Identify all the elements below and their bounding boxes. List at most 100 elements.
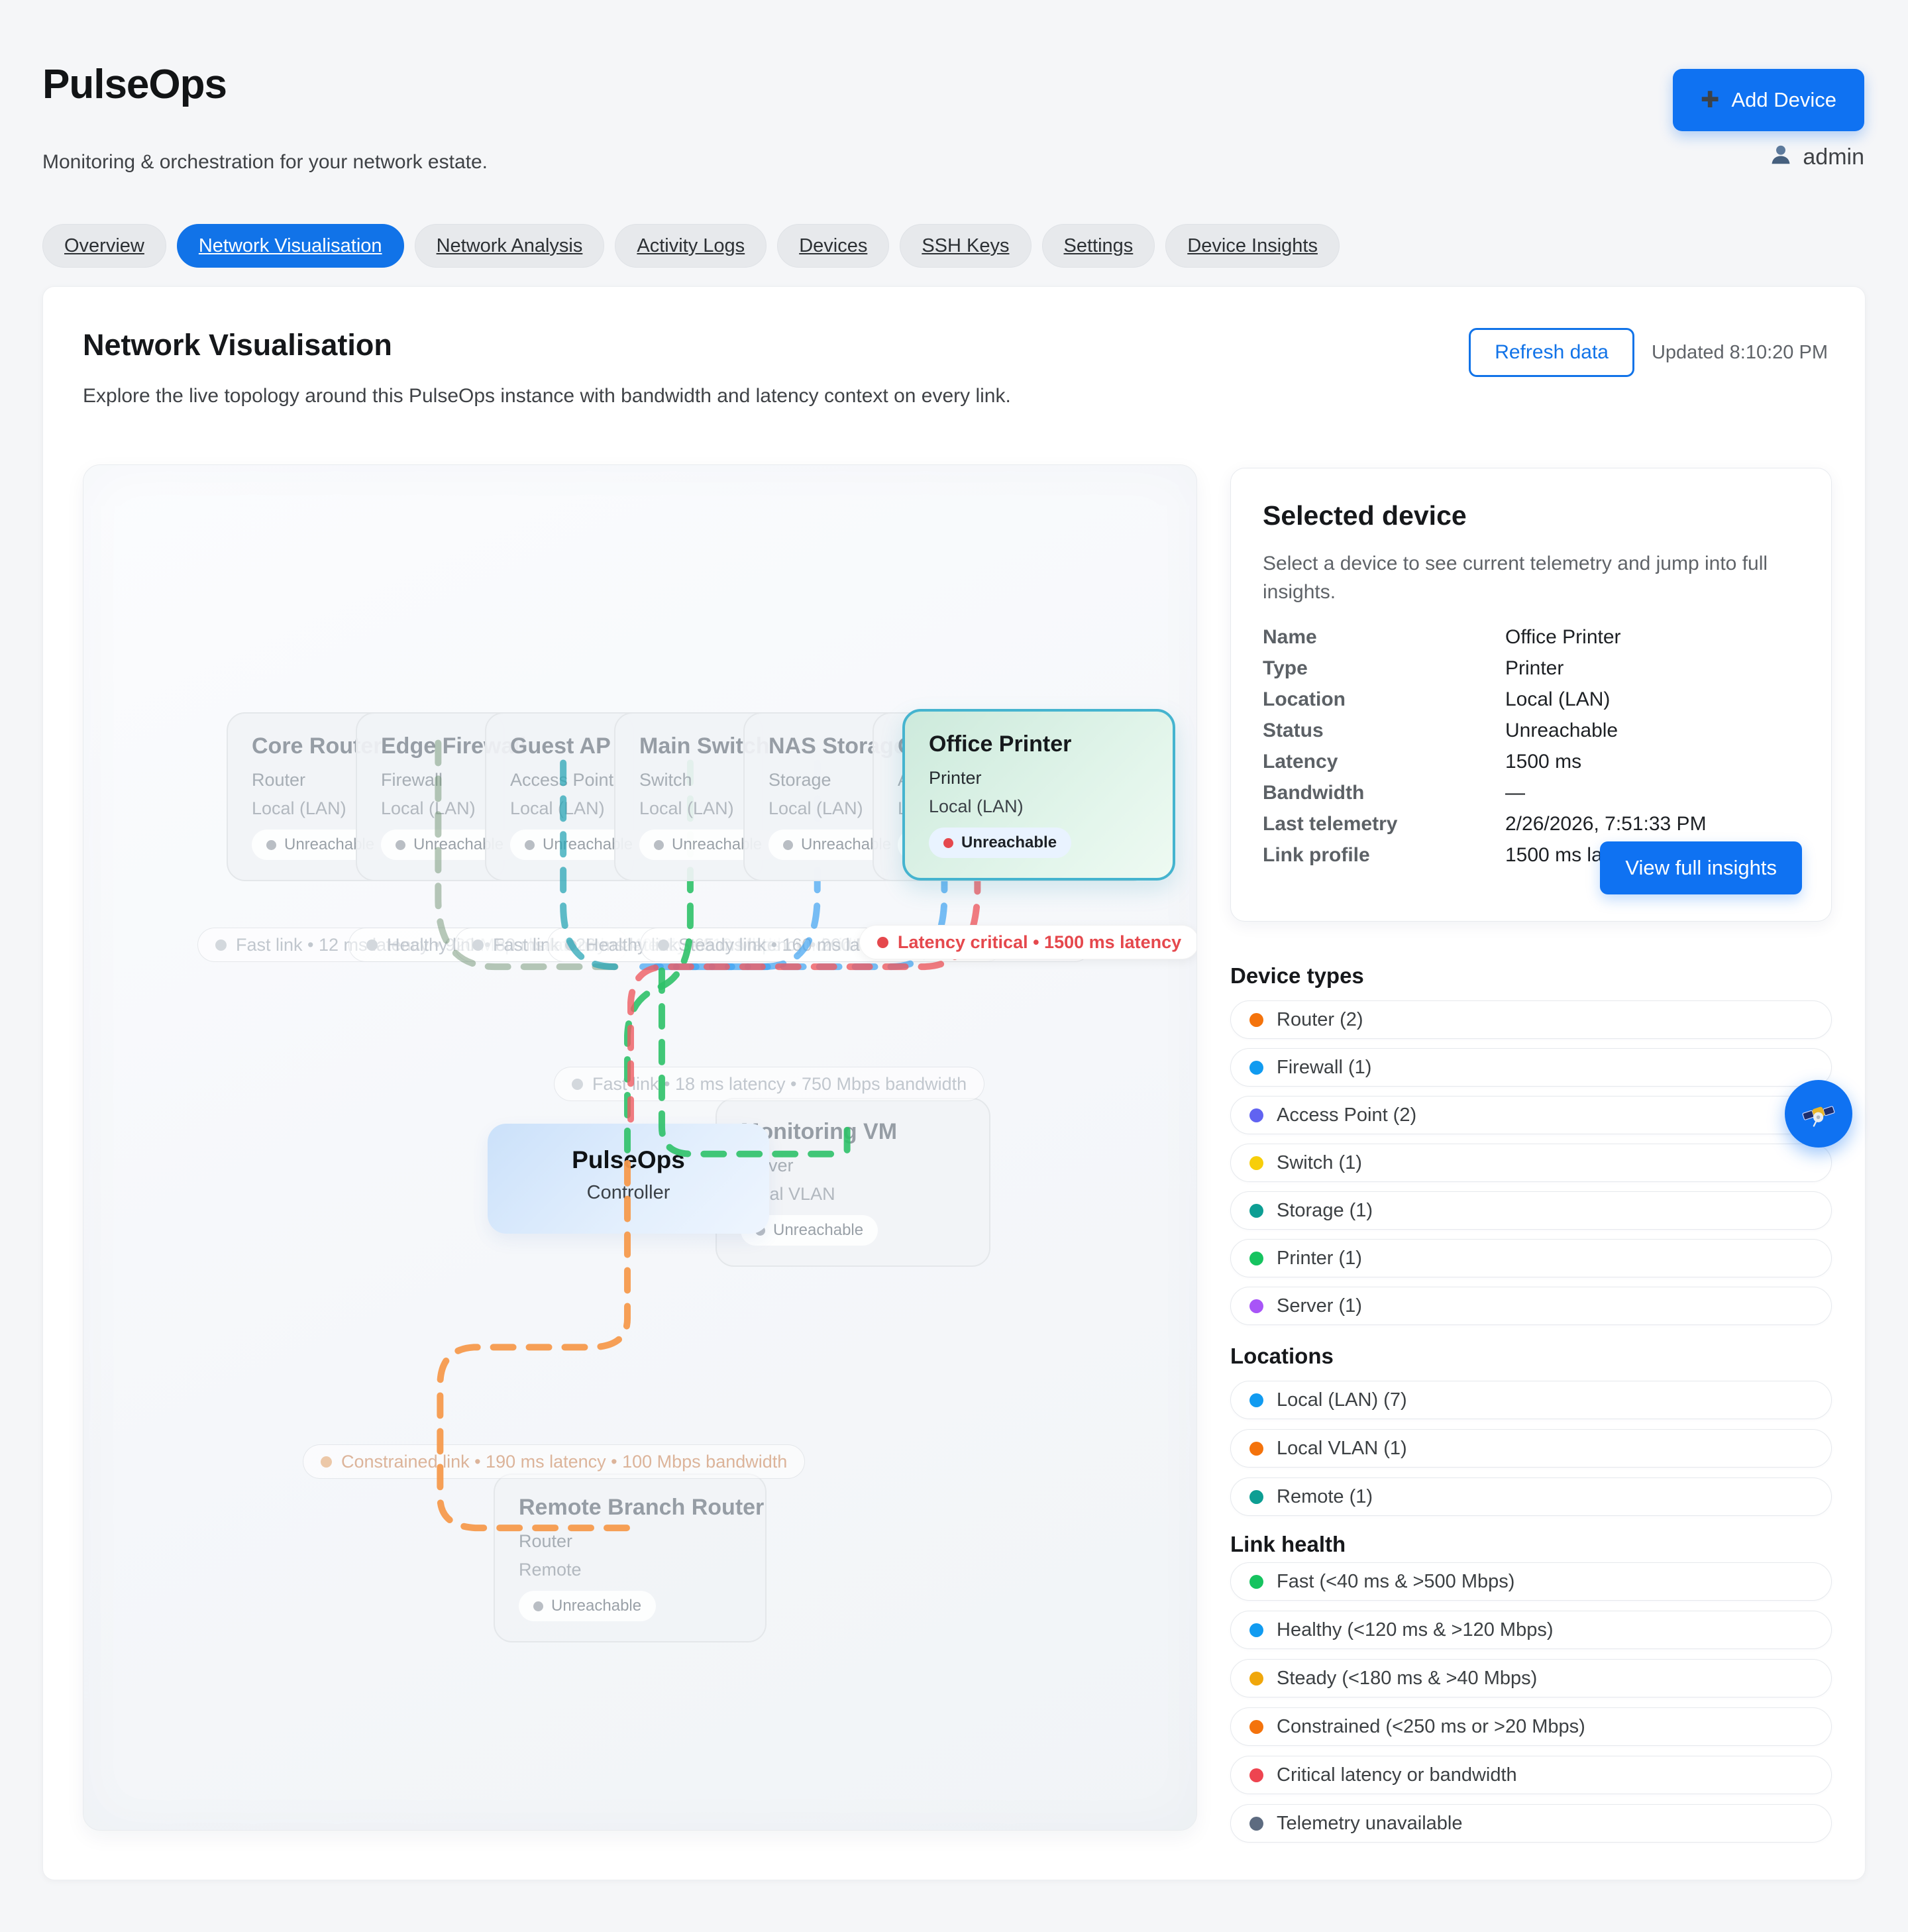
legend-steady-180-ms-40-mbps[interactable]: Steady (<180 ms & >40 Mbps) (1230, 1659, 1832, 1697)
tab-bar: Overview Network Visualisation Network Ana… (42, 224, 1340, 268)
detail-label: Latency (1263, 751, 1338, 773)
status-dot-icon (654, 839, 664, 850)
legend-storage-1[interactable]: Storage (1) (1230, 1191, 1832, 1230)
legend-healthy-120-ms-120-mbps[interactable]: Healthy (<120 ms & >120 Mbps) (1230, 1611, 1832, 1649)
device-location: Local (LAN) (929, 796, 1024, 816)
tab-device-insights[interactable]: Device Insights (1165, 224, 1340, 268)
legend-dot-icon (1249, 1816, 1263, 1831)
legend-server-1[interactable]: Server (1) (1230, 1287, 1832, 1325)
device-type: Firewall (381, 770, 443, 790)
legend-firewall-1[interactable]: Firewall (1) (1230, 1048, 1832, 1087)
device-status-label: Unreachable (773, 1221, 864, 1239)
tab-settings[interactable]: Settings (1041, 224, 1155, 268)
legend-dot-icon (1249, 1489, 1263, 1504)
legend-switch-1[interactable]: Switch (1) (1230, 1144, 1832, 1182)
status-dot-icon (533, 1601, 543, 1611)
device-type: Router (252, 770, 306, 790)
legend-label: Telemetry unavailable (1277, 1812, 1463, 1834)
legend-printer-1[interactable]: Printer (1) (1230, 1239, 1832, 1277)
detail-row: Type Printer (1263, 657, 1799, 680)
legend-dot-icon (1249, 1012, 1263, 1027)
legend-label: Switch (1) (1277, 1152, 1362, 1173)
legend-dot-icon (1249, 1299, 1263, 1313)
device-status-badge: Unreachable (929, 828, 1072, 858)
app-subtitle: Monitoring & orchestration for your netw… (42, 151, 488, 173)
device-status-label: Unreachable (551, 1597, 642, 1615)
detail-value: Unreachable (1505, 720, 1618, 742)
tab-devices[interactable]: Devices (777, 224, 890, 268)
device-node-office-printer[interactable]: Office Printer Printer Local (LAN) Unrea… (902, 709, 1175, 881)
add-device-button[interactable]: ✚ Add Device (1672, 69, 1864, 131)
page-description: Explore the live topology around this Pu… (83, 385, 1011, 407)
legend-label: Router (2) (1277, 1008, 1363, 1030)
user-menu[interactable]: admin (1768, 142, 1864, 173)
updated-timestamp: Updated 8:10:20 PM (1651, 341, 1828, 363)
tab-activity-logs[interactable]: Activity Logs (615, 224, 767, 268)
link-health-dot-icon (321, 1456, 332, 1468)
link-health-dot-icon (572, 1078, 583, 1090)
legend-router-2[interactable]: Router (2) (1230, 1000, 1832, 1039)
link-caption: Latency critical • 1500 ms latency (859, 925, 1196, 959)
legend-constrained-250-ms-or-20-mbps[interactable]: Constrained (<250 ms or >20 Mbps) (1230, 1707, 1832, 1746)
device-node-pulseops[interactable]: PulseOps Controller (488, 1124, 769, 1234)
device-location: Remote (519, 1560, 582, 1580)
section-heading-device-types: Device types (1230, 963, 1364, 988)
tab-ssh-keys[interactable]: SSH Keys (900, 224, 1032, 268)
device-location: Local VLAN (741, 1184, 835, 1204)
device-name: Remote Branch Router (519, 1495, 765, 1520)
legend-label: Remote (1) (1277, 1485, 1373, 1507)
device-type: Controller (586, 1182, 670, 1203)
legend-label: Server (1) (1277, 1295, 1362, 1316)
panel-actions: Refresh data Updated 8:10:20 PM (1469, 328, 1828, 377)
tab-network-visualisation[interactable]: Network Visualisation (176, 224, 404, 268)
tab-overview[interactable]: Overview (42, 224, 166, 268)
device-type: Router (519, 1531, 573, 1551)
device-type: Server (741, 1155, 965, 1176)
legend-local-lan-7[interactable]: Local (LAN) (7) (1230, 1381, 1832, 1419)
topology-canvas[interactable]: Core Router Router Local (LAN) Unreachab… (83, 464, 1197, 1831)
detail-row: Location Local (LAN) (1263, 688, 1799, 711)
tab-label: Overview (64, 235, 144, 256)
status-dot-icon (783, 839, 793, 850)
legend-telemetry-unavailable[interactable]: Telemetry unavailable (1230, 1804, 1832, 1843)
section-heading-link-health: Link health (1230, 1532, 1346, 1556)
satellite-fab-button[interactable] (1785, 1080, 1852, 1148)
legend-label: Printer (1) (1277, 1247, 1362, 1269)
view-full-insights-button[interactable]: View full insights (1600, 841, 1802, 894)
detail-value: 2/26/2026, 7:51:33 PM (1505, 813, 1707, 835)
legend-dot-icon (1249, 1108, 1263, 1122)
detail-label: Type (1263, 657, 1308, 680)
device-location: Local (LAN) (252, 798, 346, 818)
page-title: Network Visualisation (83, 328, 392, 362)
app-title: PulseOps (42, 62, 227, 107)
selected-device-card: Selected device Select a device to see c… (1230, 468, 1832, 922)
status-dot-icon (943, 837, 953, 848)
tab-network-analysis[interactable]: Network Analysis (414, 224, 605, 268)
link-health-dot-icon (215, 939, 227, 951)
detail-label: Name (1263, 626, 1317, 649)
selected-device-rows: Name Office Printer Type Printer Locatio… (1263, 626, 1799, 867)
legend-local-vlan-1[interactable]: Local VLAN (1) (1230, 1429, 1832, 1468)
legend-label: Access Point (2) (1277, 1104, 1417, 1126)
legend-label: Local (LAN) (7) (1277, 1389, 1407, 1411)
detail-label: Last telemetry (1263, 813, 1398, 835)
tab-label: Network Visualisation (198, 235, 382, 256)
device-node-remote-branch-router[interactable]: Remote Branch Router Router Remote Unrea… (494, 1474, 767, 1642)
legend-dot-icon (1249, 1671, 1263, 1686)
legend-access-point-2[interactable]: Access Point (2) (1230, 1096, 1832, 1134)
device-name: Monitoring VM (741, 1119, 898, 1144)
legend-label: Constrained (<250 ms or >20 Mbps) (1277, 1715, 1585, 1737)
legend-remote-1[interactable]: Remote (1) (1230, 1477, 1832, 1516)
detail-value: Printer (1505, 657, 1564, 680)
refresh-data-button[interactable]: Refresh data (1469, 328, 1634, 377)
link-health-dot-icon (472, 939, 484, 951)
legend-critical-latency-or-bandwidth[interactable]: Critical latency or bandwidth (1230, 1756, 1832, 1794)
detail-label: Bandwidth (1263, 782, 1365, 804)
legend-label: Fast (<40 ms & >500 Mbps) (1277, 1570, 1515, 1592)
tab-label: SSH Keys (922, 235, 1010, 256)
legend-fast-40-ms-500-mbps[interactable]: Fast (<40 ms & >500 Mbps) (1230, 1562, 1832, 1601)
legend-dot-icon (1249, 1623, 1263, 1637)
device-status-badge: Unreachable (519, 1591, 657, 1621)
detail-value: Office Printer (1505, 626, 1621, 649)
